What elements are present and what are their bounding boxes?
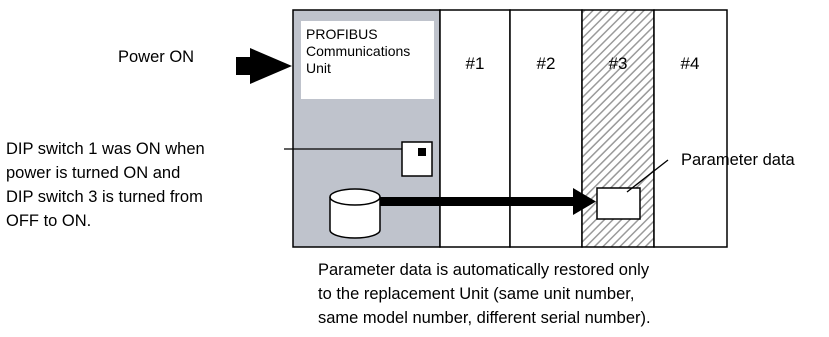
unit-slot-2	[509, 9, 583, 248]
slot-number-1: #1	[465, 54, 485, 73]
memory-cylinder-icon	[329, 188, 381, 239]
dip-note-line-1: DIP switch 1 was ON when	[6, 140, 205, 158]
restore-note-line-2: to the replacement Unit (same unit numbe…	[318, 285, 635, 303]
power-arrow	[236, 48, 292, 84]
transfer-arrow	[380, 188, 596, 215]
slot-number-4: #4	[680, 54, 700, 73]
restore-note-line-1: Parameter data is automatically restored…	[318, 261, 650, 279]
parameter-data-box	[596, 187, 641, 220]
dip-note-line-4: OFF to ON.	[6, 212, 92, 230]
power-on-label: Power ON	[118, 48, 195, 66]
unit-slot-4	[653, 9, 728, 248]
comm-unit-label: PROFIBUS Communications Unit	[306, 26, 411, 76]
comm-unit-label-box: PROFIBUS Communications Unit	[301, 21, 434, 99]
slot-number-2: #2	[536, 54, 556, 73]
slot-number-3: #3	[608, 54, 628, 73]
dip-note-line-2: power is turned ON and	[6, 164, 181, 182]
restore-note-line-3: same model number, different serial numb…	[318, 309, 651, 327]
parameter-data-label: Parameter data	[681, 151, 795, 169]
unit-slot-1	[439, 9, 511, 248]
dip-note-line-3: DIP switch 3 is turned from	[6, 188, 203, 206]
dip-switch-icon	[401, 141, 433, 177]
parameter-leader-line	[626, 159, 669, 193]
